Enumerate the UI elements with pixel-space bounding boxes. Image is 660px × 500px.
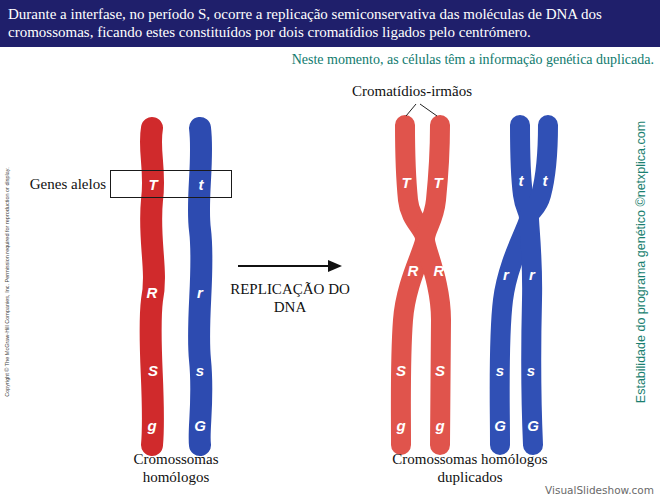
copyright-note: Copyright © The McGraw-Hill Companies, I… — [4, 167, 10, 396]
arrow-head — [328, 260, 342, 272]
allele-letter: r — [503, 267, 509, 282]
allele-letter: s — [196, 363, 204, 378]
allele-letter: T — [148, 177, 157, 192]
allele-letter: S — [148, 363, 158, 378]
allele-letter: t — [519, 173, 524, 188]
allele-box: Genes alelosTt — [110, 170, 232, 198]
allele-letter: T — [401, 175, 410, 190]
allele-letter: S — [435, 363, 445, 378]
watermark: VisualSlideshow.com — [545, 484, 654, 496]
watermark: Estabilidade do programa genético ©netxp… — [634, 121, 648, 403]
allele-letter: g — [435, 418, 444, 433]
leader-line — [406, 104, 416, 116]
allele-letter: s — [527, 363, 535, 378]
note-text: Neste momento, as células têm a informaç… — [292, 52, 654, 68]
allele-letter: T — [433, 175, 442, 190]
allele-letter: G — [494, 418, 506, 433]
allele-letter: t — [543, 173, 548, 188]
allele-letter: t — [199, 177, 204, 192]
title-banner: Durante a interfase, no período S, ocorr… — [0, 0, 660, 47]
allele-letter: R — [408, 263, 419, 278]
allele-letter: r — [529, 267, 535, 282]
allele-letter: r — [197, 285, 203, 300]
replication-arrow — [238, 265, 330, 267]
allele-letter: g — [147, 418, 156, 433]
leader-line — [420, 104, 437, 116]
allele-letter: S — [396, 363, 406, 378]
red-chromatid — [401, 125, 425, 445]
part-label: Cromatídios-irmãos — [352, 82, 472, 100]
allele-letter: g — [396, 418, 405, 433]
blue-chromatid — [529, 125, 548, 445]
process-label: REPLICAÇÃO DO DNA — [228, 280, 352, 316]
caption-label: Cromossomas homólogos duplicados — [380, 450, 560, 486]
allele-letter: R — [434, 263, 445, 278]
callout-label: Genes alelos — [30, 176, 106, 193]
allele-letter: G — [194, 418, 206, 433]
red-chromatid — [425, 125, 441, 445]
allele-letter: G — [527, 418, 539, 433]
allele-letter: s — [496, 363, 504, 378]
caption-label: Cromossomas homólogos — [114, 450, 238, 486]
allele-letter: R — [147, 285, 158, 300]
